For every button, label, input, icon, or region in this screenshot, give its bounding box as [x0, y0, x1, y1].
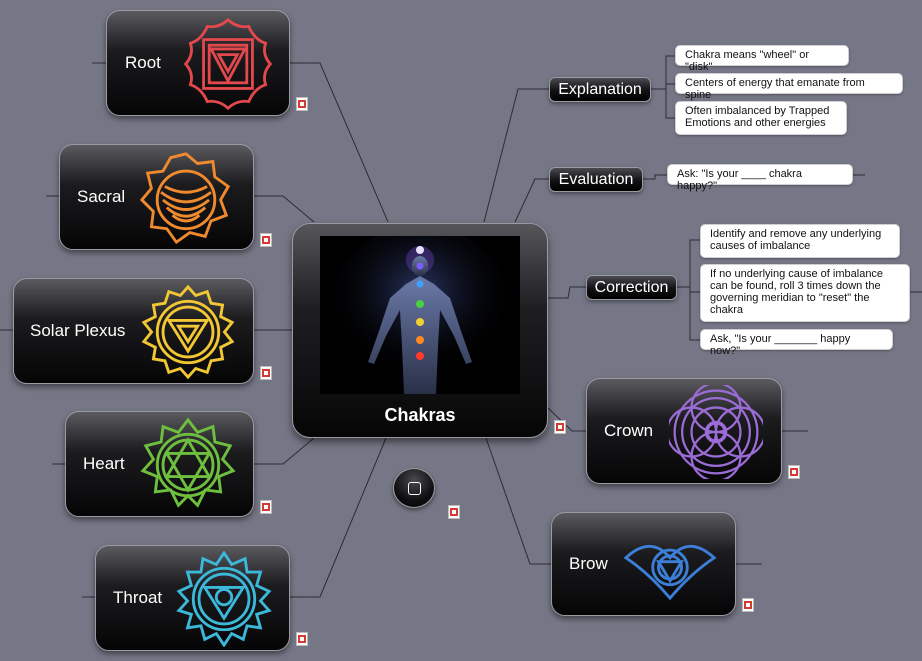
central-topic-node[interactable]: Chakras	[292, 223, 548, 438]
root-chakra-node[interactable]: Root	[106, 10, 290, 116]
heart-chakra-node[interactable]: Heart	[65, 411, 254, 517]
sacral-chakra-node[interactable]: Sacral	[59, 144, 254, 250]
connector-sacral	[254, 195, 315, 223]
crown-label: Crown	[604, 421, 654, 440]
connector-crown	[547, 407, 586, 432]
evaluation-topic[interactable]: Evaluation	[549, 167, 643, 192]
attachment-icon[interactable]	[296, 97, 308, 111]
attachment-icon[interactable]	[260, 366, 272, 380]
correction-topic[interactable]: Correction	[586, 275, 677, 300]
crown-chakra-node[interactable]: Crown	[586, 378, 782, 484]
attachment-icon[interactable]	[448, 505, 460, 519]
throat-chakra-node[interactable]: Throat	[95, 545, 290, 651]
solar-plexus-label: Solar Plexus	[30, 321, 126, 340]
square-icon	[408, 482, 421, 495]
attachment-icon[interactable]	[260, 233, 272, 247]
evaluation-note-1[interactable]: Ask: "Is your ____ chakra happy?"	[667, 164, 853, 192]
attachment-icon[interactable]	[554, 420, 566, 434]
explanation-note-1[interactable]: Chakra means "wheel" or "disk"	[675, 45, 849, 73]
correction-note-1[interactable]: Identify and remove any underlying cause…	[700, 224, 900, 258]
evaluation-label: Evaluation	[558, 171, 634, 188]
brow-chakra-symbol-icon	[623, 544, 717, 601]
attachment-icon[interactable]	[788, 465, 800, 479]
attachment-icon[interactable]	[742, 598, 754, 612]
brow-chakra-node[interactable]: Brow	[551, 512, 736, 616]
glowing-figure-illustration	[320, 226, 520, 394]
throat-chakra-symbol-icon	[176, 551, 272, 647]
correction-note-2[interactable]: If no underlying cause of imbalance can …	[700, 264, 910, 322]
explanation-note-2[interactable]: Centers of energy that emanate from spin…	[675, 73, 903, 101]
brow-label: Brow	[569, 554, 608, 573]
connector-explanation	[483, 88, 549, 223]
explanation-note-3[interactable]: Often imbalanced by Trapped Emotions and…	[675, 101, 847, 135]
correction-note-3[interactable]: Ask, "Is your _______ happy now?"	[700, 329, 893, 357]
connector-root	[290, 62, 389, 223]
throat-label: Throat	[113, 588, 163, 607]
solar-plexus-chakra-node[interactable]: Solar Plexus	[13, 278, 254, 384]
attachment-icon[interactable]	[296, 632, 308, 646]
connector-evaluation	[514, 178, 549, 223]
floating-empty-node[interactable]	[393, 468, 435, 508]
sacral-chakra-symbol-icon	[139, 152, 231, 245]
heart-chakra-symbol-icon	[140, 417, 236, 508]
root-label: Root	[125, 53, 161, 72]
attachment-icon[interactable]	[260, 500, 272, 514]
correction-label: Correction	[594, 279, 669, 296]
connector-throat	[290, 437, 387, 598]
explanation-label: Explanation	[558, 81, 642, 98]
connector-heart	[254, 437, 315, 465]
explanation-topic[interactable]: Explanation	[549, 77, 651, 102]
root-chakra-symbol-icon	[183, 17, 273, 111]
central-title: Chakras	[384, 405, 456, 425]
sacral-label: Sacral	[77, 187, 126, 206]
crown-chakra-symbol-icon	[669, 385, 763, 479]
chakra-body-image	[320, 226, 520, 394]
heart-label: Heart	[83, 454, 125, 473]
connector-brow	[485, 437, 551, 565]
connector-correction	[548, 286, 586, 299]
solar-plexus-chakra-symbol-icon	[141, 284, 235, 380]
